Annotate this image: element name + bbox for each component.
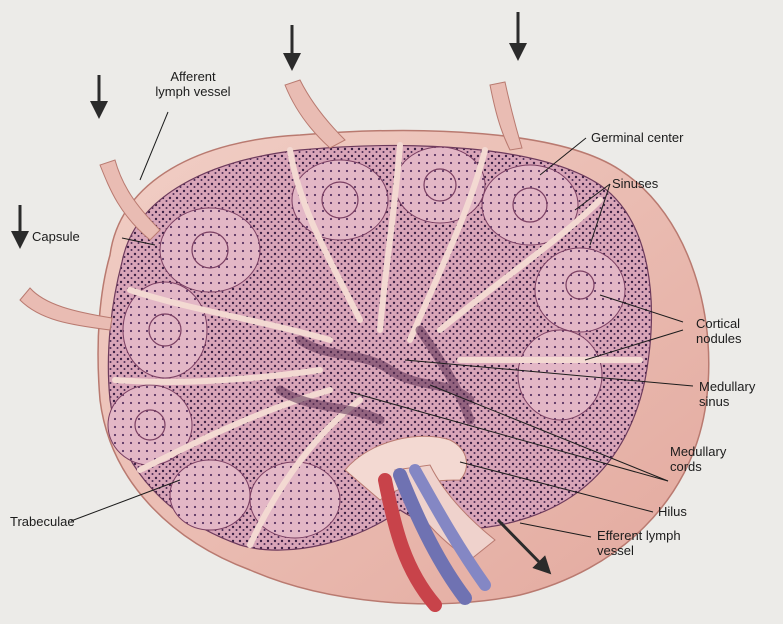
label-medullary-sinus-line1: Medullary: [699, 379, 755, 394]
label-hilus: Hilus: [658, 504, 687, 519]
label-efferent-line1: Efferent lymph: [597, 528, 681, 543]
label-medullary-sinus-line2: sinus: [699, 394, 755, 409]
label-medullary-cords-line2: cords: [670, 459, 726, 474]
label-germinal-center: Germinal center: [591, 130, 683, 145]
label-sinuses: Sinuses: [612, 176, 658, 191]
label-cortical-nodules: Cortical nodules: [696, 316, 742, 346]
label-medullary-cords: Medullary cords: [670, 444, 726, 474]
label-efferent-lymph-vessel: Efferent lymph vessel: [597, 528, 681, 558]
label-trabeculae: Trabeculae: [10, 514, 75, 529]
label-afferent-line1: Afferent: [134, 69, 252, 84]
label-afferent-lymph-vessel: Afferent lymph vessel: [134, 69, 252, 99]
label-medullary-sinus: Medullary sinus: [699, 379, 755, 409]
label-efferent-line2: vessel: [597, 543, 681, 558]
label-cortical-line2: nodules: [696, 331, 742, 346]
label-cortical-line1: Cortical: [696, 316, 742, 331]
label-capsule: Capsule: [32, 229, 80, 244]
label-medullary-cords-line1: Medullary: [670, 444, 726, 459]
label-afferent-line2: lymph vessel: [134, 84, 252, 99]
